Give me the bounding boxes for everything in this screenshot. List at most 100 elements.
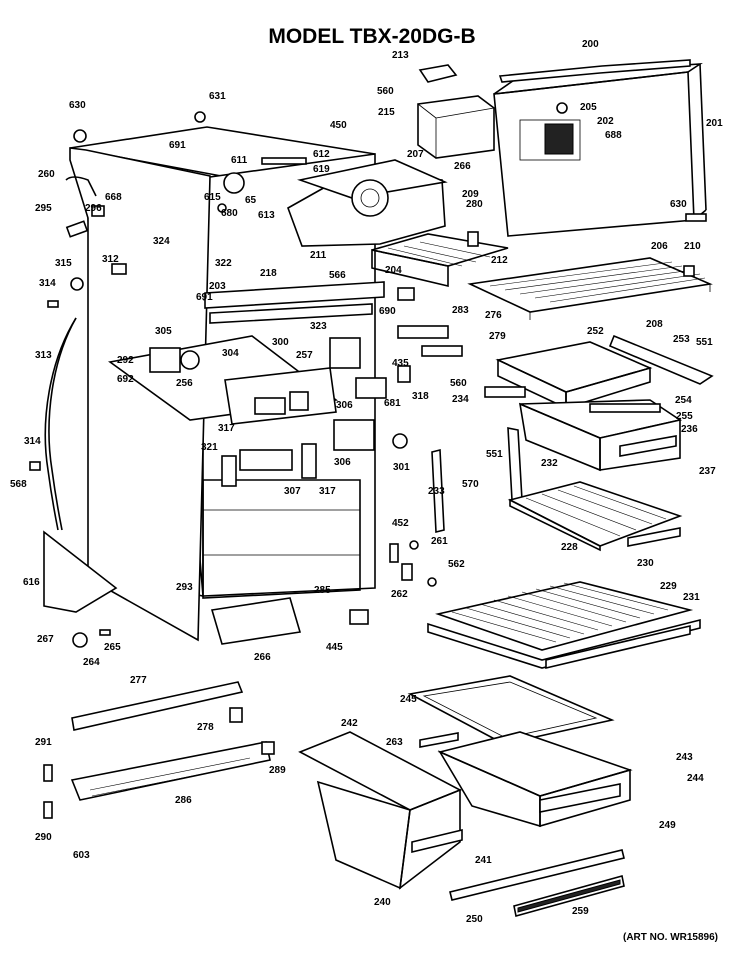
part-label-613: 613: [258, 210, 275, 221]
slide-rail-inner: [517, 879, 621, 913]
part-label-691: 691: [169, 140, 186, 151]
part-label-692: 692: [117, 374, 134, 385]
part-label-280: 280: [466, 199, 483, 210]
part-label-260: 260: [38, 169, 55, 180]
part-label-243: 243: [676, 752, 693, 763]
part-label-312: 312: [102, 254, 119, 265]
part-label-445: 445: [326, 642, 343, 653]
part-label-228: 228: [561, 542, 578, 553]
part-label-570: 570: [462, 479, 479, 490]
part-label-241: 241: [475, 855, 492, 866]
part-label-292: 292: [117, 355, 134, 366]
part-label-560: 560: [377, 86, 394, 97]
part-label-290: 290: [35, 832, 52, 843]
part-label-291: 291: [35, 737, 52, 748]
glass-shelf: [427, 581, 701, 669]
part-label-314: 314: [39, 278, 56, 289]
part-label-266: 266: [254, 652, 271, 663]
part-label-200: 200: [582, 39, 599, 50]
part-label-691: 691: [196, 292, 213, 303]
part-label-277: 277: [130, 675, 147, 686]
small-parts: [29, 111, 707, 819]
part-label-209: 209: [462, 189, 479, 200]
part-label-233: 233: [428, 486, 445, 497]
part-label-264: 264: [83, 657, 100, 668]
part-label-301: 301: [393, 462, 410, 473]
part-label-266: 266: [454, 161, 471, 172]
part-label-322: 322: [215, 258, 232, 269]
part-label-240: 240: [374, 897, 391, 908]
part-label-690: 690: [379, 306, 396, 317]
part-label-688: 688: [605, 130, 622, 141]
part-label-244: 244: [687, 773, 704, 784]
part-label-213: 213: [392, 50, 409, 61]
shelf-front-trim: [545, 624, 691, 670]
part-label-295: 295: [35, 203, 52, 214]
part-label-323: 323: [310, 321, 327, 332]
top-shelf: [467, 257, 713, 320]
toe-grille: [70, 741, 271, 801]
part-label-250: 250: [466, 914, 483, 925]
part-label-263: 263: [386, 737, 403, 748]
part-label-201: 201: [706, 118, 723, 129]
part-label-231: 231: [683, 592, 700, 603]
part-label-262: 262: [391, 589, 408, 600]
part-label-252: 252: [587, 326, 604, 337]
part-label-267: 267: [37, 634, 54, 645]
part-label-245: 245: [400, 694, 417, 705]
part-label-300: 300: [272, 337, 289, 348]
cabinet-panel: [43, 530, 118, 613]
part-label-202: 202: [597, 116, 614, 127]
shelf-trim: [627, 527, 681, 547]
crisper-cover: [407, 675, 615, 745]
part-label-65: 65: [245, 195, 257, 206]
part-label-257: 257: [296, 350, 313, 361]
part-label-249: 249: [659, 820, 676, 831]
part-label-286: 286: [175, 795, 192, 806]
drain-pan: [210, 597, 302, 645]
part-label-206: 206: [651, 241, 668, 252]
freezer-door: [493, 63, 707, 237]
shelf-support: [608, 334, 714, 385]
part-label-321: 321: [201, 442, 218, 453]
part-label-313: 313: [35, 350, 52, 361]
part-label-668: 668: [105, 192, 122, 203]
part-label-203: 203: [209, 281, 226, 292]
cabinet-shell: [69, 126, 376, 642]
part-label-254: 254: [675, 395, 692, 406]
part-label-278: 278: [197, 722, 214, 733]
part-label-283: 283: [452, 305, 469, 316]
part-label-256: 256: [176, 378, 193, 389]
part-label-208: 208: [646, 319, 663, 330]
ice-tray-cover: [418, 64, 458, 83]
part-label-306: 306: [336, 400, 353, 411]
part-label-285: 285: [314, 585, 331, 596]
part-label-211: 211: [310, 250, 327, 261]
part-label-631: 631: [209, 91, 226, 102]
part-label-229: 229: [660, 581, 677, 592]
part-label-566: 566: [329, 270, 346, 281]
drain-tube: [44, 317, 77, 531]
drawer-rail: [449, 849, 625, 901]
part-label-307: 307: [284, 486, 301, 497]
part-label-435: 435: [392, 358, 409, 369]
part-label-265: 265: [104, 642, 121, 653]
grille-rail: [71, 681, 244, 731]
part-label-562: 562: [448, 559, 465, 570]
part-label-551: 551: [696, 337, 713, 348]
part-label-261: 261: [431, 536, 448, 547]
part-label-630: 630: [69, 100, 86, 111]
part-label-603: 603: [73, 850, 90, 861]
part-label-242: 242: [341, 718, 358, 729]
part-label-680: 680: [221, 208, 238, 219]
part-label-619: 619: [313, 164, 330, 175]
art-number: (ART NO. WR15896): [623, 932, 718, 943]
crisper-drawer-right: [437, 731, 633, 828]
part-label-324: 324: [153, 236, 170, 247]
part-label-560: 560: [450, 378, 467, 389]
ice-bin: [417, 95, 495, 159]
part-label-551: 551: [486, 449, 503, 460]
crisper-drawer-left: [298, 731, 463, 890]
